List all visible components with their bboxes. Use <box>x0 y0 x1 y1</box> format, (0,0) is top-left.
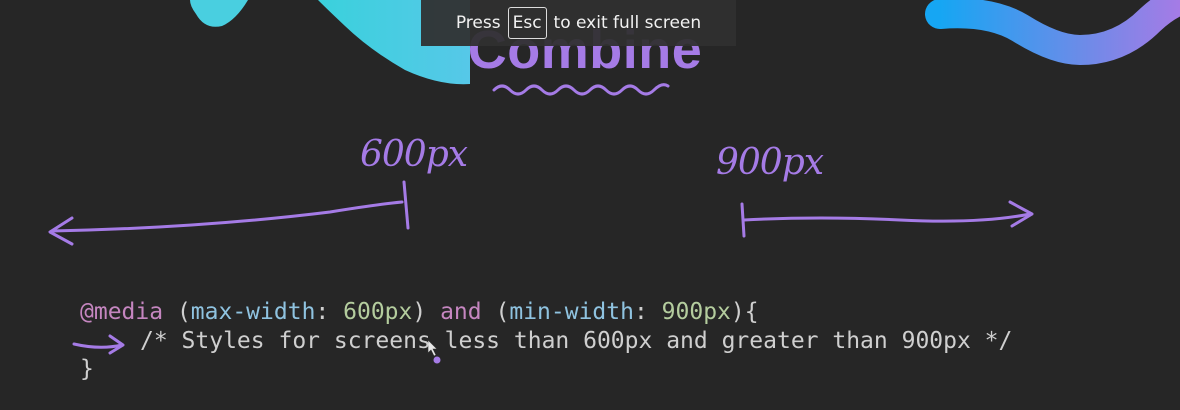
banner-message-text: to exit full screen <box>553 13 702 33</box>
code-colon: : <box>315 299 344 325</box>
breakpoint-label-900: 900px <box>716 142 824 183</box>
pointer-arrow <box>72 334 125 355</box>
code-value: 900px <box>661 299 731 325</box>
fullscreen-exit-banner: Press Esc to exit full screen <box>421 0 736 46</box>
code-value: 600px <box>343 299 413 325</box>
code-line-closing-brace: } <box>80 356 94 382</box>
left-range-arrow <box>48 180 410 246</box>
banner-press-text: Press <box>455 13 501 33</box>
right-range-arrow <box>740 200 1034 238</box>
code-paren: ) <box>412 299 427 325</box>
code-property: max-width <box>190 299 316 325</box>
code-line-media-query: @media (max-width: 600px) and (min-width… <box>80 298 759 327</box>
code-keyword: and <box>426 299 496 325</box>
code-colon: : <box>633 299 662 325</box>
code-at-rule: @media <box>80 299 164 325</box>
mouse-cursor-icon <box>427 339 438 357</box>
code-property: min-width <box>509 299 634 325</box>
esc-key-badge: Esc <box>507 7 547 39</box>
code-paren: ){ <box>730 299 759 325</box>
code-paren: ( <box>495 299 510 325</box>
breakpoint-label-600: 600px <box>360 134 468 175</box>
annotation-dot <box>433 356 441 364</box>
teal-drip-shape <box>190 0 248 27</box>
title-squiggle <box>492 83 670 96</box>
code-line-comment: /* Styles for screens less than 600px an… <box>140 328 1013 354</box>
gradient-swoosh-shape <box>925 0 1180 66</box>
code-paren: ( <box>163 299 191 325</box>
